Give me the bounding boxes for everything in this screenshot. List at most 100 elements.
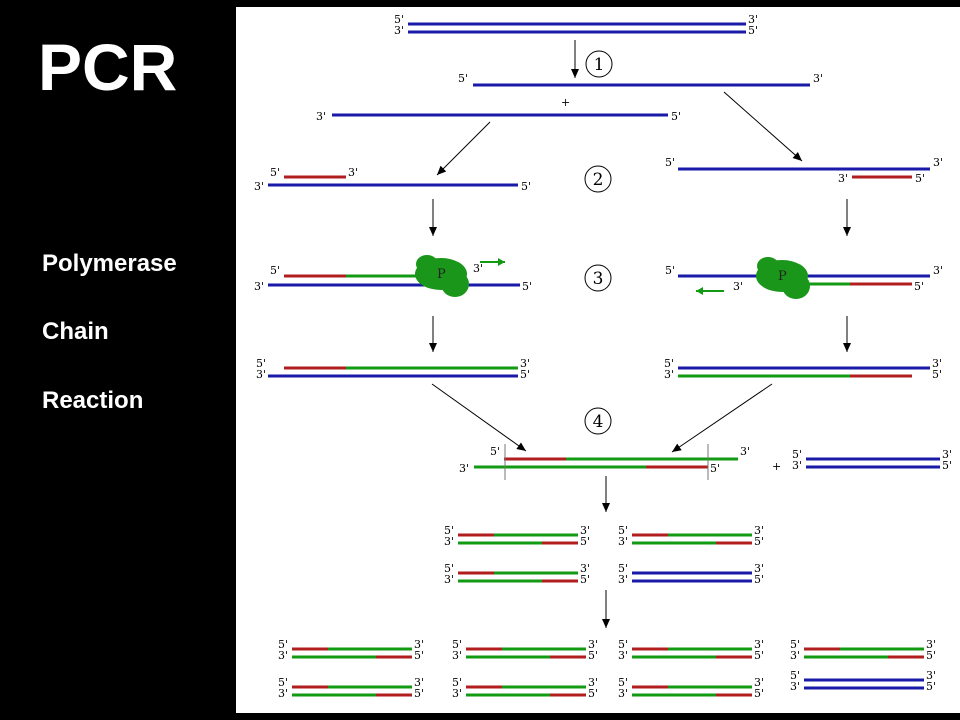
step-circle xyxy=(585,50,613,78)
three-prime-label: 3' xyxy=(933,156,943,169)
arrow-head xyxy=(516,442,526,451)
three-prime-label: 3' xyxy=(618,535,628,548)
three-prime-label: 3' xyxy=(254,280,264,293)
three-prime-label: 3' xyxy=(754,676,764,689)
arrow-head xyxy=(429,227,437,236)
arrow-head xyxy=(843,343,851,352)
five-prime-label: 5' xyxy=(278,638,288,651)
three-prime-label: 3' xyxy=(754,638,764,651)
three-prime-label: 3' xyxy=(588,638,598,651)
three-prime-label: 3' xyxy=(748,13,758,26)
polymerase-label: P xyxy=(437,267,446,282)
five-prime-label: 5' xyxy=(748,24,758,37)
five-prime-label: 5' xyxy=(522,280,532,293)
three-prime-label: 3' xyxy=(790,680,800,693)
three-prime-label: 3' xyxy=(932,357,942,370)
five-prime-label: 5' xyxy=(490,445,500,458)
subtitle-chain: Chain xyxy=(42,318,109,345)
three-prime-label: 3' xyxy=(733,280,743,293)
five-prime-label: 5' xyxy=(618,562,628,575)
five-prime-label: 5' xyxy=(618,676,628,689)
polymerase-enzyme-lobe xyxy=(782,273,810,299)
three-prime-label: 3' xyxy=(618,649,628,662)
step-number: 3 xyxy=(593,269,604,289)
five-prime-label: 5' xyxy=(458,72,468,85)
extension-arrow-head xyxy=(696,287,703,295)
five-prime-label: 5' xyxy=(580,573,590,586)
step-number: 1 xyxy=(594,55,605,75)
arrow-head xyxy=(429,343,437,352)
step-number: 4 xyxy=(593,412,604,432)
five-prime-label: 5' xyxy=(790,638,800,651)
polymerase-enzyme-lobe xyxy=(441,271,469,297)
three-prime-label: 3' xyxy=(588,676,598,689)
three-prime-label: 3' xyxy=(444,573,454,586)
three-prime-label: 3' xyxy=(838,172,848,185)
five-prime-label: 5' xyxy=(665,156,675,169)
five-prime-label: 5' xyxy=(270,264,280,277)
five-prime-label: 5' xyxy=(665,264,675,277)
three-prime-label: 3' xyxy=(459,462,469,475)
arrow-shaft xyxy=(671,383,773,453)
polymerase-label: P xyxy=(778,269,787,284)
five-prime-label: 5' xyxy=(754,649,764,662)
five-prime-label: 5' xyxy=(926,680,936,693)
three-prime-label: 3' xyxy=(933,264,943,277)
five-prime-label: 5' xyxy=(671,110,681,123)
five-prime-label: 5' xyxy=(588,649,598,662)
five-prime-label: 5' xyxy=(394,13,404,26)
five-prime-label: 5' xyxy=(664,357,674,370)
five-prime-label: 5' xyxy=(618,524,628,537)
five-prime-label: 5' xyxy=(754,535,764,548)
three-prime-label: 3' xyxy=(754,524,764,537)
polymerase-enzyme-lobe xyxy=(416,255,438,273)
arrow-head xyxy=(571,69,579,78)
five-prime-label: 5' xyxy=(580,535,590,548)
polymerase-enzyme-lobe xyxy=(757,257,779,275)
pcr-diagram-panel xyxy=(236,7,960,713)
three-prime-label: 3' xyxy=(316,110,326,123)
arrow-shaft xyxy=(436,121,491,176)
five-prime-label: 5' xyxy=(618,638,628,651)
five-prime-label: 5' xyxy=(444,524,454,537)
arrow-shaft xyxy=(723,91,803,162)
arrow-head xyxy=(792,152,802,161)
five-prime-label: 5' xyxy=(452,676,462,689)
three-prime-label: 3' xyxy=(452,649,462,662)
five-prime-label: 5' xyxy=(942,459,952,472)
three-prime-label: 3' xyxy=(754,562,764,575)
five-prime-label: 5' xyxy=(932,368,942,381)
three-prime-label: 3' xyxy=(580,562,590,575)
three-prime-label: 3' xyxy=(618,687,628,700)
three-prime-label: 3' xyxy=(740,445,750,458)
extension-arrow-head xyxy=(498,258,505,266)
plus-sign: + xyxy=(772,460,781,473)
five-prime-label: 5' xyxy=(710,462,720,475)
five-prime-label: 5' xyxy=(754,687,764,700)
three-prime-label: 3' xyxy=(256,368,266,381)
five-prime-label: 5' xyxy=(926,649,936,662)
three-prime-label: 3' xyxy=(664,368,674,381)
three-prime-label: 3' xyxy=(278,687,288,700)
five-prime-label: 5' xyxy=(790,669,800,682)
arrow-head xyxy=(672,443,682,452)
arrow-head xyxy=(437,165,447,175)
five-prime-label: 5' xyxy=(270,166,280,179)
three-prime-label: 3' xyxy=(790,649,800,662)
three-prime-label: 3' xyxy=(254,180,264,193)
step-number: 2 xyxy=(593,170,604,190)
five-prime-label: 5' xyxy=(792,448,802,461)
step-circle xyxy=(584,165,612,193)
three-prime-label: 3' xyxy=(618,573,628,586)
arrow-head xyxy=(843,227,851,236)
five-prime-label: 5' xyxy=(521,180,531,193)
three-prime-label: 3' xyxy=(926,638,936,651)
three-prime-label: 3' xyxy=(348,166,358,179)
three-prime-label: 3' xyxy=(444,535,454,548)
page-title: PCR xyxy=(38,30,178,104)
three-prime-label: 3' xyxy=(414,676,424,689)
arrow-head xyxy=(602,619,610,628)
three-prime-label: 3' xyxy=(414,638,424,651)
plus-sign: + xyxy=(561,96,570,109)
